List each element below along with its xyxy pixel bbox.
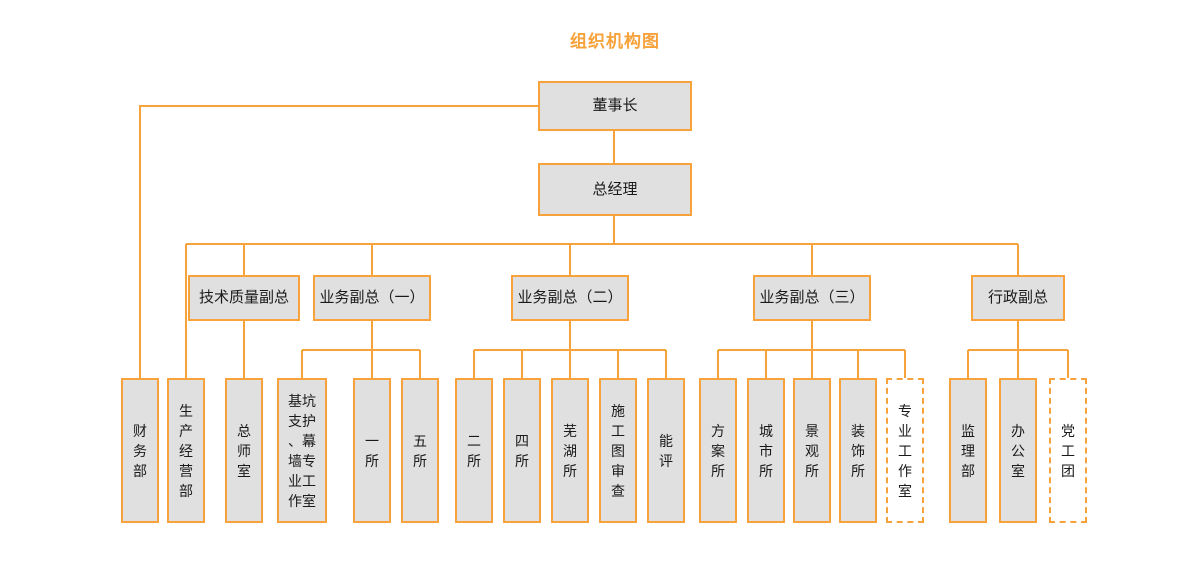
node-decoration-institute: 装饰所	[839, 378, 877, 523]
node-party-union-league: 党工团	[1049, 378, 1087, 523]
node-general-office: 办公室	[999, 378, 1037, 523]
node-finance-dept: 财务部	[121, 378, 159, 523]
node-wuhu-institute: 芜湖所	[551, 378, 589, 523]
node-admin-vp: 行政副总	[971, 275, 1065, 321]
node-urban-institute: 城市所	[747, 378, 785, 523]
node-energy-assessment: 能评	[647, 378, 685, 523]
node-tech-quality-vp: 技术质量副总	[188, 275, 300, 321]
node-general-manager: 总经理	[538, 163, 692, 216]
node-business-vp-2: 业务副总（二）	[511, 275, 629, 321]
node-chairman: 董事长	[538, 81, 692, 131]
node-pit-support-curtain-wall-studio: 基坑支护、幕墙专业工作室	[277, 378, 327, 523]
node-chief-engineer-office: 总师室	[225, 378, 263, 523]
node-institute-1: 一所	[353, 378, 391, 523]
node-production-operations-dept: 生产经营部	[167, 378, 205, 523]
node-institute-5: 五所	[401, 378, 439, 523]
node-business-vp-1: 业务副总（一）	[313, 275, 431, 321]
node-institute-2: 二所	[455, 378, 493, 523]
node-institute-4: 四所	[503, 378, 541, 523]
node-construction-drawing-review: 施工图审查	[599, 378, 637, 523]
node-scheme-institute: 方案所	[699, 378, 737, 523]
connector-chairman-finance	[139, 105, 538, 378]
node-supervision-dept: 监理部	[949, 378, 987, 523]
node-professional-studio: 专业工作室	[886, 378, 924, 523]
chart-title: 组织机构图	[570, 32, 660, 51]
node-business-vp-3: 业务副总（三）	[753, 275, 871, 321]
node-landscape-institute: 景观所	[793, 378, 831, 523]
